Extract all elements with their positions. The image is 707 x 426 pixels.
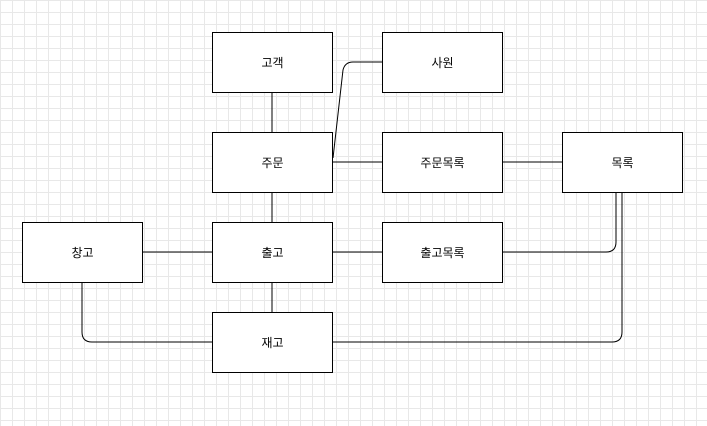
edge-catalog-inventory[interactable] [333,192,623,343]
node-shipment-items[interactable]: 출고목록 [382,222,503,283]
edge-order-employee[interactable] [332,61,382,159]
node-employee[interactable]: 사원 [382,32,503,93]
node-order-items[interactable]: 주문목록 [382,132,503,193]
edge-shipment-items-catalog[interactable] [502,192,617,253]
node-order[interactable]: 주문 [212,132,333,193]
node-inventory[interactable]: 재고 [212,312,333,373]
node-catalog[interactable]: 목록 [562,132,683,193]
edge-warehouse-inventory[interactable] [81,282,212,343]
node-customer[interactable]: 고객 [212,32,333,93]
node-warehouse[interactable]: 창고 [22,222,143,283]
node-shipment[interactable]: 출고 [212,222,333,283]
